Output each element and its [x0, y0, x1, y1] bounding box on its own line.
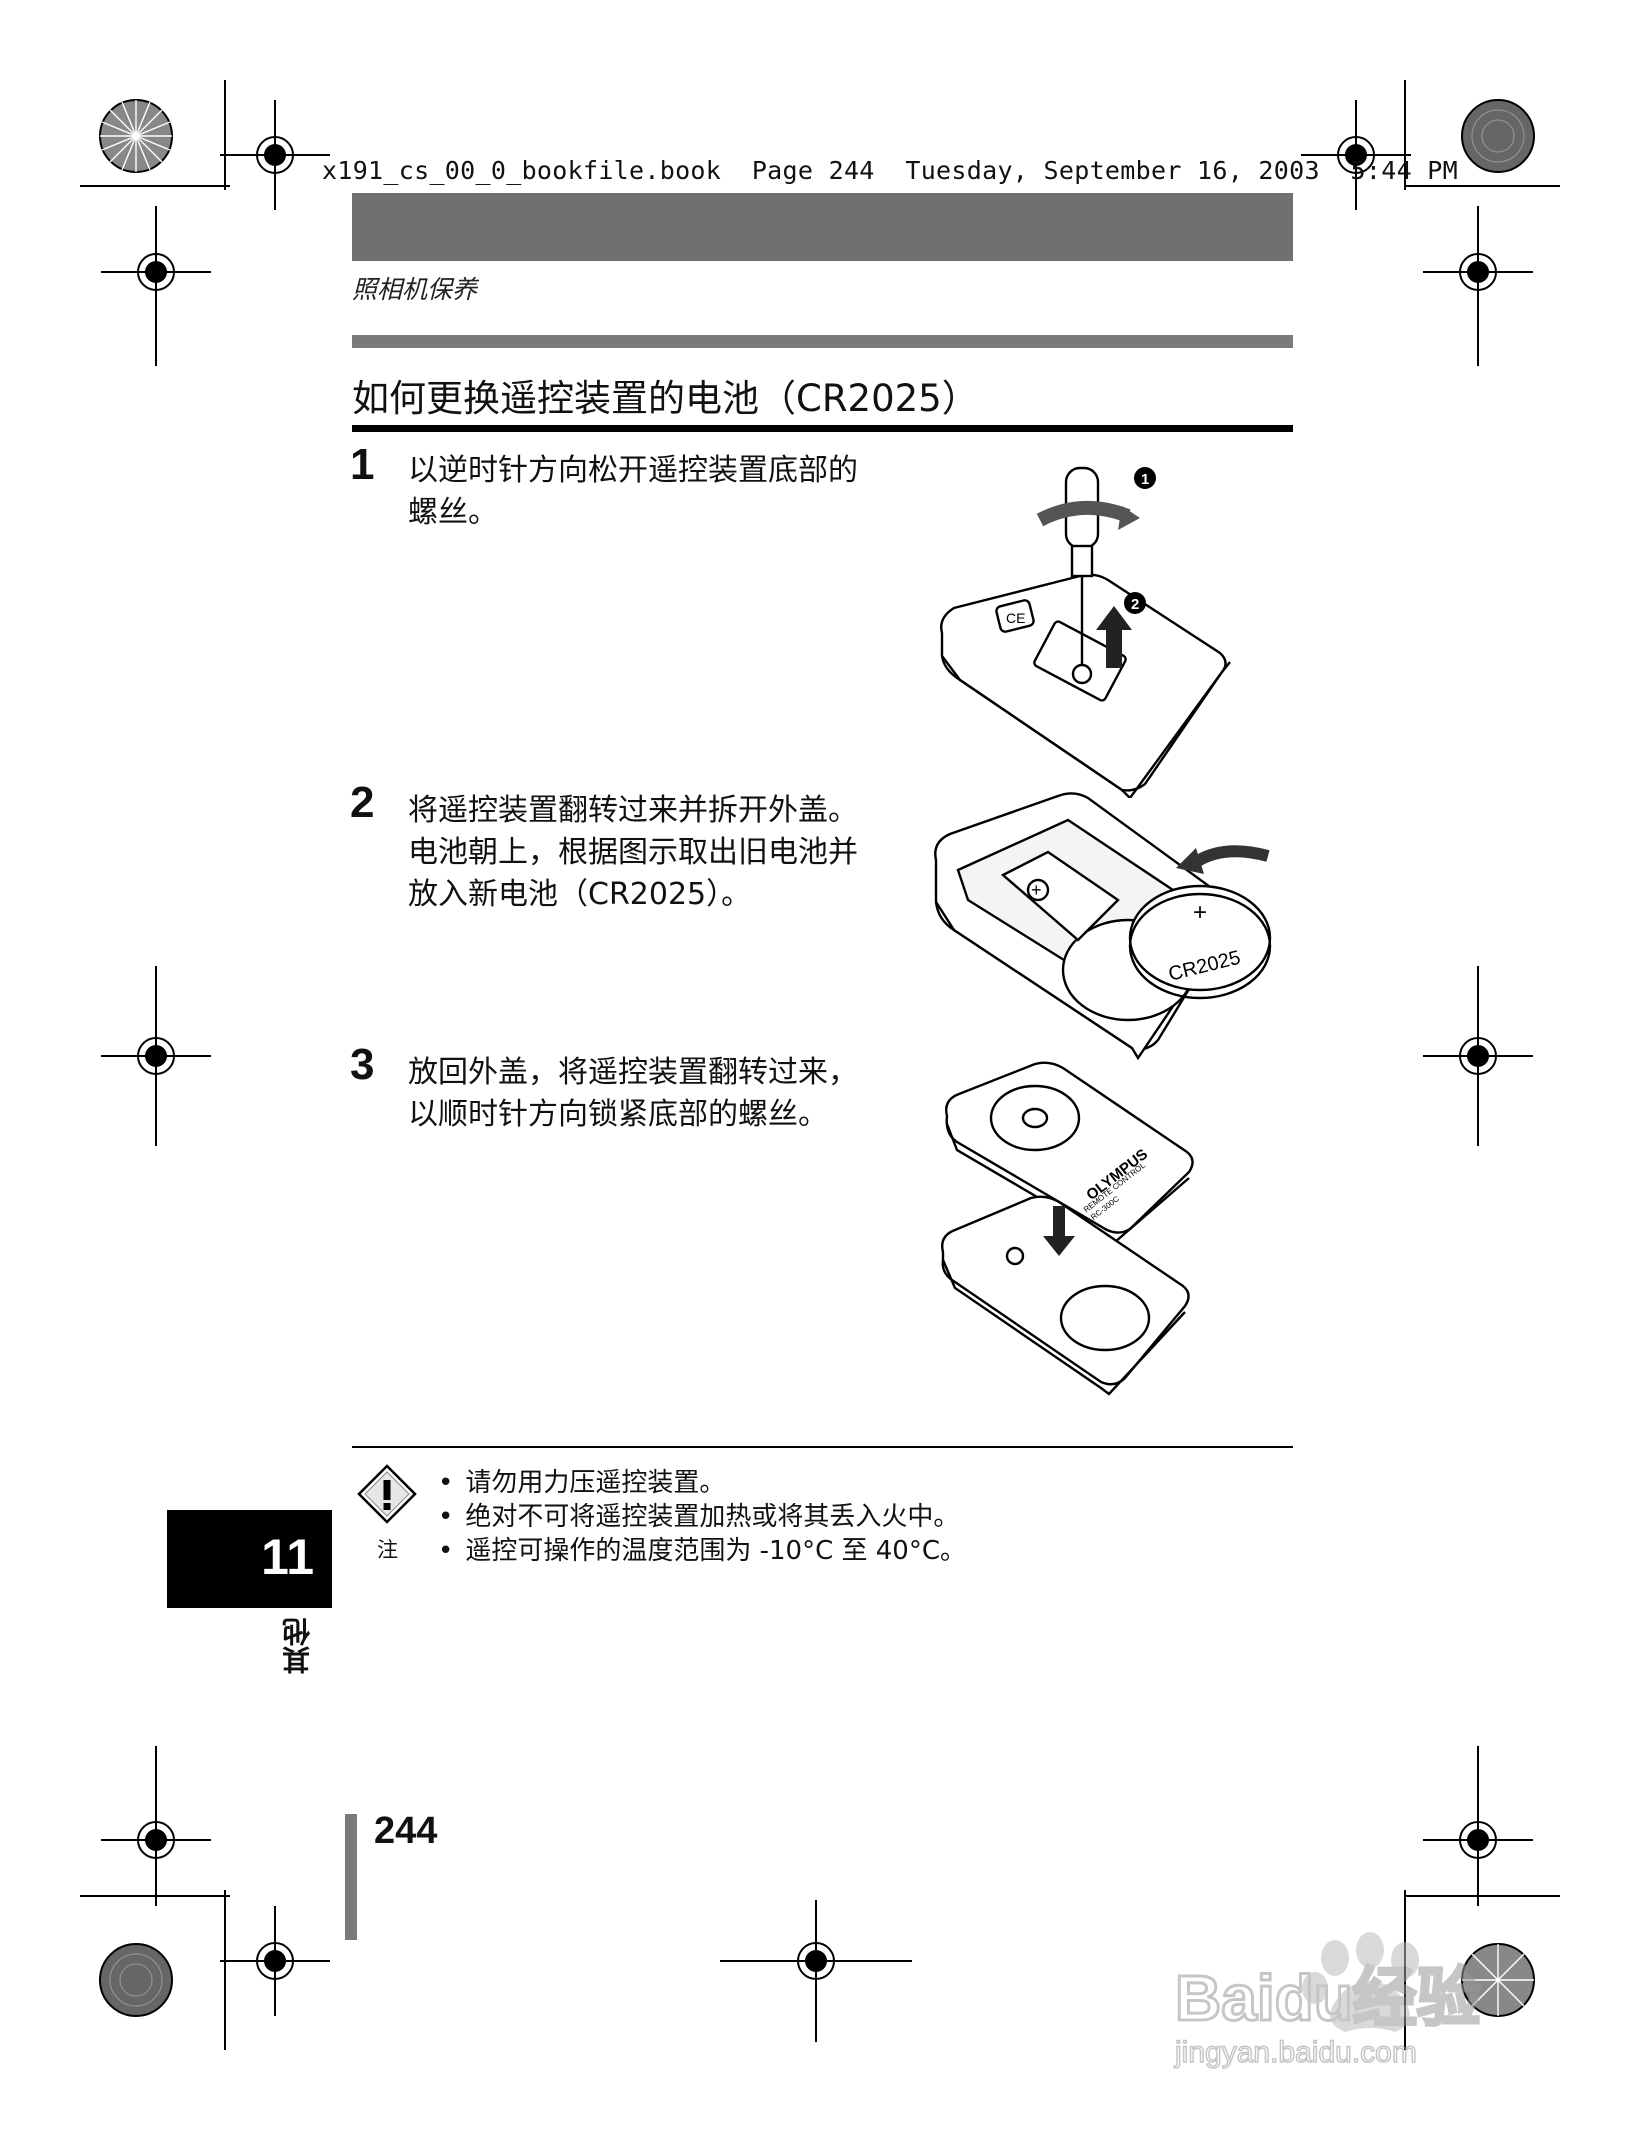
chapter-label: 其他 — [281, 1618, 314, 1674]
starburst-mark-bottom-right — [1458, 1940, 1538, 2020]
step-2-text: 将遥控装置翻转过来并拆开外盖。 电池朝上，根据图示取出旧电池并 放入新电池（CR… — [408, 793, 858, 912]
watermark-line1: Baidu经验 — [1175, 1962, 1481, 2034]
note-item: 遥控可操作的温度范围为 -10°C 至 40°C。 — [438, 1534, 966, 1568]
step-1-number: 1 — [350, 440, 375, 489]
callout-1: 1 — [1141, 471, 1149, 488]
watermark-line2: jingyan.baidu.com — [1174, 2036, 1417, 2069]
figure-step-2-battery-swap: + + CR2025 — [934, 792, 1272, 1060]
header-band — [352, 193, 1293, 261]
page-number: 244 — [374, 1810, 438, 1852]
notes-list: 请勿用力压遥控装置。 绝对不可将遥控装置加热或将其丢入火中。 遥控可操作的温度范… — [438, 1466, 966, 1568]
warning-diamond-icon — [357, 1464, 417, 1524]
starburst-mark-bottom-left — [96, 1940, 176, 2020]
callout-2: 2 — [1131, 596, 1139, 613]
chapter-number: 11 — [261, 1529, 314, 1585]
svg-text:CE: CE — [1006, 610, 1025, 626]
starburst-mark-top-right — [1458, 96, 1538, 176]
page-number-bar — [345, 1814, 357, 1940]
note-item: 请勿用力压遥控装置。 — [438, 1466, 966, 1500]
title-underline — [352, 425, 1293, 432]
figure-step-1-remote-screwdriver: CE 1 2 — [940, 466, 1231, 798]
step-3-number: 3 — [350, 1040, 375, 1089]
starburst-mark-top-left — [96, 96, 176, 176]
svg-text:+: + — [1031, 880, 1042, 900]
page-title: 如何更换遥控装置的电池（CR2025） — [352, 377, 979, 420]
chapter-tab: 11 — [167, 1510, 332, 1608]
battery-plus-sign: + — [1193, 899, 1207, 926]
step-3-text: 放回外盖，将遥控装置翻转过来， 以顺时针方向锁紧底部的螺丝。 — [408, 1055, 858, 1132]
step-2-number: 2 — [350, 778, 375, 827]
section-divider — [352, 335, 1293, 348]
note-item: 绝对不可将遥控装置加热或将其丢入火中。 — [438, 1500, 966, 1534]
section-label: 照相机保养 — [352, 275, 478, 304]
figure-step-3-cover-close: OLYMPUS REMOTE CONTROL RC-300C — [941, 1061, 1194, 1396]
baidu-watermark-logo: Baidu经验 jingyan.baidu.com — [1173, 1932, 1482, 2070]
note-label: 注 — [377, 1538, 398, 1562]
book-file-info: x191_cs_00_0_bookfile.book Page 244 Tues… — [322, 156, 1458, 185]
notes-divider — [352, 1446, 1293, 1448]
step-1-text: 以逆时针方向松开遥控装置底部的 螺丝。 — [408, 453, 858, 530]
